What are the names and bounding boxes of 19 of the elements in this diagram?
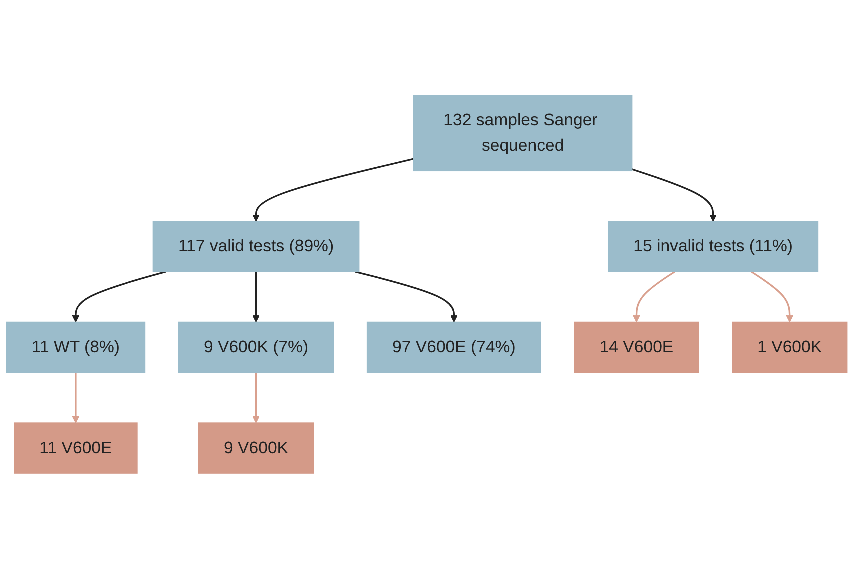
arrow [252,272,260,323]
arrow [72,372,80,424]
node-box: 97 V600E (74%) [366,322,542,374]
arrow [72,271,166,323]
arrow [633,271,676,323]
arrow [632,168,717,222]
arrow [252,372,260,424]
node-box: 1 V600K [732,322,848,374]
node-box: 11 WT (8%) [6,322,146,374]
arrow [355,271,458,323]
node-box: 15 invalid tests (11%) [608,221,819,272]
arrow [252,158,414,222]
node-box: 11 V600E [14,422,138,474]
node-box: 117 valid tests (89%) [152,221,360,272]
node-box: 14 V600E [574,322,700,374]
node-box: 132 samples Sanger sequenced [413,95,633,172]
node-box: 9 V600K [198,422,314,474]
node-box: 9 V600K (7%) [178,322,334,374]
arrow [751,271,794,323]
